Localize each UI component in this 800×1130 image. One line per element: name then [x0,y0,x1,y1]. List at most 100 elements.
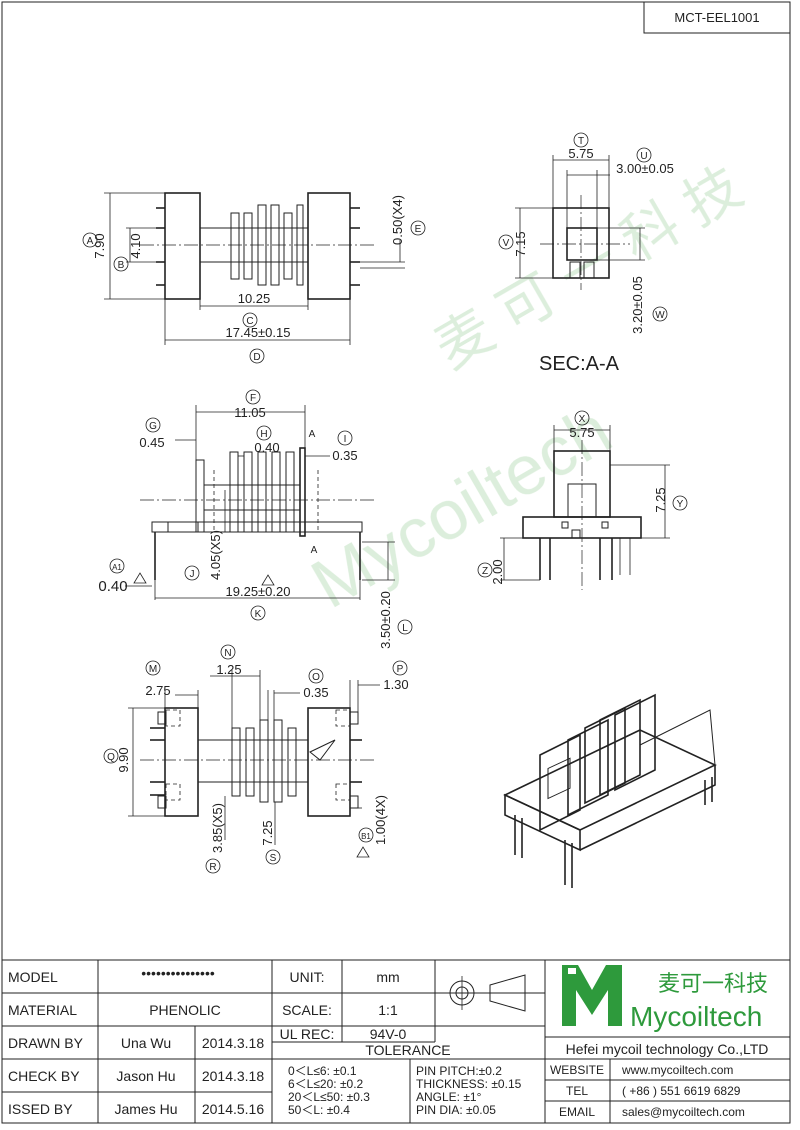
svg-text:Z: Z [482,566,488,577]
tolerance-1: 0＜L≤6: ±0.1 [288,1064,357,1078]
dim-g: 0.45 [139,435,164,450]
callout-j: J [184,565,200,581]
svg-text:G: G [149,421,157,432]
svg-text:B1: B1 [361,832,371,841]
cut-label-top: A [309,429,316,440]
dim-e: 0.50(X4) [390,195,405,245]
company-name: Hefei mycoil technology Co.,LTD [566,1041,769,1057]
dim-u: 3.00±0.05 [616,161,674,176]
callout-a1: A1 [109,558,125,574]
callout-h: H [256,425,272,441]
svg-text:V: V [503,238,510,249]
callout-r: R [205,858,221,874]
callout-u: U [636,147,652,163]
svg-text:K: K [255,609,262,620]
drawing-code-box: MCT-EEL1001 [643,1,791,34]
callout-w: W [652,306,668,322]
callout-o: O [308,668,324,684]
svg-text:F: F [250,393,256,404]
svg-text:L: L [402,623,408,634]
dim-i: 0.35 [332,448,357,463]
website-label: WEBSITE [550,1063,604,1077]
svg-text:P: P [397,664,404,675]
dim-n: 1.25 [216,662,241,677]
svg-text:A: A [87,236,94,247]
callout-e: E [410,220,426,236]
tel-value: ( +86 ) 551 6619 6829 [622,1084,741,1098]
check-by-date: 2014.3.18 [202,1068,264,1084]
dim-t: 5.75 [568,146,593,161]
dim-s: 7.25 [260,820,275,845]
callout-b1: B1 [358,827,374,843]
dim-h: 0.40 [254,440,279,455]
email-value: sales@mycoiltech.com [622,1105,745,1119]
dim-a1: 0.40 [98,578,127,595]
tolerance-2: 6＜L≤20: ±0.2 [288,1077,364,1091]
callout-g: G [145,417,161,433]
svg-text:U: U [640,151,647,162]
material-value: PHENOLIC [149,1002,221,1018]
tolerance-3: 20＜L≤50: ±0.3 [288,1090,370,1104]
callout-b: B [113,256,129,272]
dim-a: 7.90 [92,233,107,258]
svg-text:M: M [149,664,157,675]
top-view: 7.90 4.10 0.50(X4) 10.25 17.45±0.15 [92,192,405,345]
svg-text:R: R [209,862,216,873]
bottom-view: 2.75 1.25 0.35 1.30 9.90 3.85(X5) 7.25 1… [116,662,409,858]
logo-cn: 麦可一科技 [658,971,768,996]
dim-f: 11.05 [234,405,266,420]
callout-d: D [249,348,265,364]
model-value: ••••••••••••••• [141,965,215,981]
unit-label: UNIT: [290,969,325,985]
section-view: 5.75 3.00±0.05 7.15 3.20±0.05 SEC:A-A [513,146,674,375]
callout-k: K [250,605,266,621]
check-by-label: CHECK BY [8,1068,80,1084]
tolerance-7: ANGLE: ±1° [416,1090,482,1104]
model-label: MODEL [8,969,58,985]
section-label: SEC:A-A [539,353,620,375]
watermark: 麦 可 一 科 技 Mycoiltech [299,155,753,623]
callout-t: T [573,132,589,148]
tolerance-label: TOLERANCE [365,1042,450,1058]
tolerance-5: PIN PITCH:±0.2 [416,1064,502,1078]
drawn-by-label: DRAWN BY [8,1035,84,1051]
callout-v: V [498,234,514,250]
scale-label: SCALE: [282,1002,332,1018]
callout-m: M [145,660,161,676]
svg-text:C: C [246,316,253,327]
svg-text:N: N [224,648,231,659]
company-logo: 麦可一科技 Mycoiltech [562,965,768,1032]
callout-n: N [220,644,236,660]
dim-b1: 1.00(4X) [373,795,388,845]
ul-label: UL REC: [280,1026,335,1042]
svg-text:X: X [579,414,586,425]
svg-text:S: S [270,853,277,864]
drawn-by-name: Una Wu [121,1035,171,1051]
dim-v: 7.15 [513,231,528,256]
dim-l: 3.50±0.20 [378,591,393,649]
svg-text:H: H [260,429,267,440]
website-value: www.mycoiltech.com [621,1063,733,1077]
dim-m: 2.75 [145,683,170,698]
callout-f: F [245,389,261,405]
svg-text:D: D [253,352,260,363]
unit-value: mm [376,969,399,985]
svg-text:I: I [344,434,347,445]
dim-b: 4.10 [128,233,143,258]
callout-y: Y [672,495,688,511]
check-by-name: Jason Hu [116,1068,175,1084]
dim-o: 0.35 [303,685,328,700]
material-label: MATERIAL [8,1002,77,1018]
dim-w: 3.20±0.05 [630,276,645,334]
projection-symbol [445,974,530,1012]
drawn-by-date: 2014.3.18 [202,1035,264,1051]
svg-text:O: O [312,672,320,683]
svg-text:J: J [190,569,195,580]
callout-l: L [397,619,413,635]
tolerance-8: PIN DIA: ±0.05 [416,1103,496,1117]
side-view: 5.75 7.25 2.00 [490,425,670,590]
title-block: MODEL ••••••••••••••• MATERIAL PHENOLIC … [2,959,790,1123]
